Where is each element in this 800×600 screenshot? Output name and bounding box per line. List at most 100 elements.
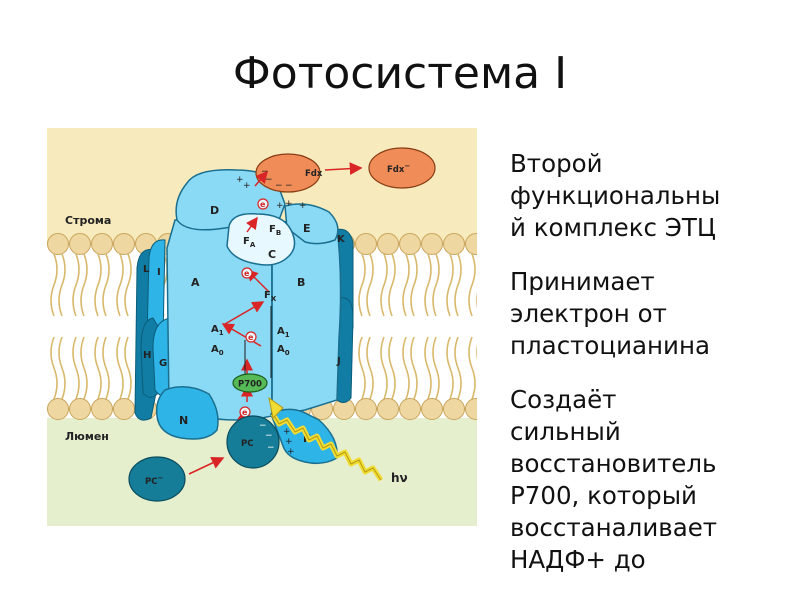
- electron-symbol: e: [260, 200, 266, 209]
- text-line: восстановитель: [510, 449, 717, 478]
- charge-plus: +: [243, 181, 251, 191]
- lipid-head: [399, 233, 421, 255]
- lipid-tail: [58, 253, 66, 317]
- lipid-head: [69, 398, 91, 420]
- lipid-tail: [80, 253, 88, 317]
- label-j: J: [336, 356, 341, 367]
- text-line: восстаналивает: [510, 513, 718, 542]
- pc-free: [128, 456, 186, 502]
- charge-plus: +: [285, 199, 293, 209]
- charge-minus: −: [267, 443, 275, 453]
- text-line: пластоцианина: [510, 331, 711, 360]
- electron-symbol: e: [244, 269, 250, 278]
- label-n: N: [179, 414, 188, 427]
- pc-transfer-arrow: [188, 456, 225, 475]
- lipid-head: [421, 398, 443, 420]
- lipid-tail: [388, 253, 396, 317]
- charge-plus: +: [236, 175, 244, 185]
- lipid-tail: [94, 253, 102, 317]
- charge-plus: +: [285, 437, 293, 447]
- lipid-tail: [72, 253, 80, 317]
- paragraph-1: Второй функциональны й комплекс ЭТЦ: [510, 148, 795, 244]
- lipid-tail: [116, 253, 124, 317]
- lipid-tail: [446, 253, 454, 317]
- label-c: C: [268, 248, 276, 261]
- electron-symbol: e: [242, 408, 248, 417]
- lipid-tail: [410, 336, 418, 400]
- lipid-tail: [424, 253, 432, 317]
- charge-minus: −: [275, 181, 283, 191]
- lipid-tail: [358, 336, 366, 400]
- lipid-head: [355, 398, 377, 420]
- lumen-label: Люмен: [65, 430, 109, 443]
- lipid-tail: [446, 336, 454, 400]
- subunit-e: [284, 203, 339, 245]
- description-text: Второй функциональны й комплекс ЭТЦ Прин…: [510, 148, 795, 598]
- label-d: D: [210, 204, 219, 217]
- pc-bound-label: PC: [241, 439, 253, 449]
- lipid-head: [465, 233, 477, 255]
- text-line: Р700, который: [510, 481, 697, 510]
- lipid-head: [421, 233, 443, 255]
- charge-plus: +: [276, 201, 284, 211]
- lipid-tail: [410, 253, 418, 317]
- charge-plus: +: [287, 447, 295, 457]
- lipid-head: [377, 233, 399, 255]
- p700-reaction-center: [232, 373, 268, 393]
- lipid-tail: [116, 336, 124, 400]
- label-a: A: [191, 276, 200, 289]
- fdx-oxidized: [368, 147, 436, 189]
- photosystem-diagram: Строма Люмен D E C A B I L K H G J N F F…: [47, 128, 477, 526]
- cofactor-a0-left: A0: [211, 344, 224, 357]
- lipid-tail: [124, 336, 132, 400]
- subunit-c: [226, 213, 296, 266]
- text-line: Принимает: [510, 267, 655, 296]
- lipid-tail: [80, 336, 88, 400]
- lipid-tail: [102, 253, 110, 317]
- text-line: электрон от: [510, 299, 667, 328]
- cofactor-fx: FX: [264, 290, 277, 303]
- lipid-tail: [358, 253, 366, 317]
- lipid-tail: [366, 336, 374, 400]
- lipid-head: [91, 233, 113, 255]
- lipid-head: [399, 398, 421, 420]
- fdx-oxidized-label: Fdx−: [387, 162, 410, 175]
- pc-bound: [226, 415, 280, 469]
- electron-symbol: e: [248, 333, 254, 342]
- text-line: сильный: [510, 417, 621, 446]
- label-b: B: [297, 276, 305, 289]
- cofactor-a1-right: A1: [277, 326, 290, 339]
- lipid-head: [69, 233, 91, 255]
- paragraph-2: Принимает электрон от пластоцианина: [510, 266, 795, 362]
- cofactor-a0-right: A0: [277, 344, 290, 357]
- lipid-head: [113, 398, 135, 420]
- lipid-head: [47, 398, 69, 420]
- cofactor-a1-left: A1: [211, 324, 224, 337]
- cofactor-fb: FB: [269, 224, 281, 237]
- lipid-head: [377, 398, 399, 420]
- lipid-tail: [94, 336, 102, 400]
- lipid-tail: [380, 336, 388, 400]
- label-g: G: [159, 358, 167, 369]
- lipid-head: [355, 233, 377, 255]
- pc-free-label: PC−: [145, 474, 163, 487]
- charge-plus: +: [283, 427, 291, 437]
- paragraph-3: Создаёт сильный восстановитель Р700, кот…: [510, 384, 795, 576]
- slide-title: Фотосистема I: [232, 48, 568, 99]
- lipid-head: [47, 233, 69, 255]
- lipid-tail: [424, 336, 432, 400]
- lipid-tail: [380, 253, 388, 317]
- lipid-tail: [454, 253, 462, 317]
- text-line: й комплекс ЭТЦ: [510, 213, 716, 242]
- lipid-tail: [454, 336, 462, 400]
- lipid-head: [443, 233, 465, 255]
- lipid-head: [113, 233, 135, 255]
- subunit-n: [155, 386, 219, 440]
- label-l: L: [143, 264, 150, 275]
- lipid-tail: [432, 336, 440, 400]
- label-k: K: [337, 234, 346, 245]
- lipid-head: [465, 398, 477, 420]
- charge-minus: −: [259, 421, 267, 431]
- lipid-tail: [432, 253, 440, 317]
- lipid-tail: [388, 336, 396, 400]
